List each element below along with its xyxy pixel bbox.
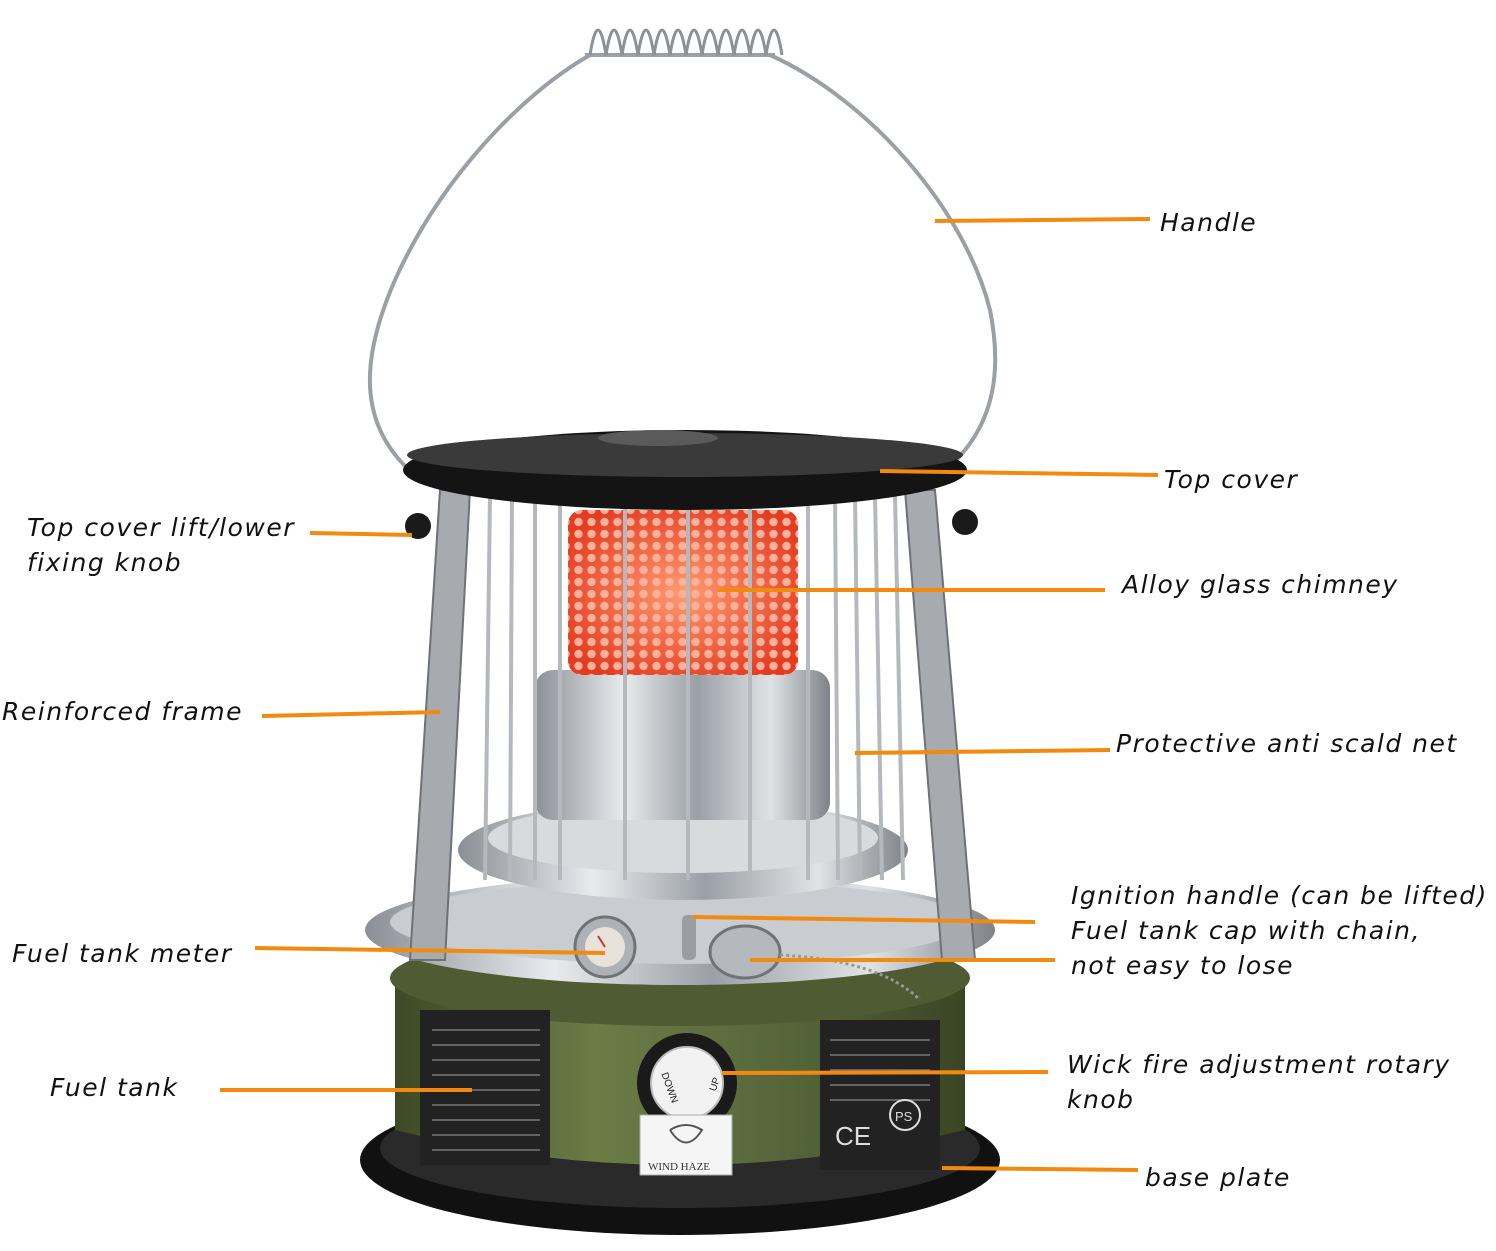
lift-knob-right [952, 509, 978, 535]
ps-mark: PS [895, 1109, 913, 1124]
leader-net [854, 748, 1111, 755]
fuel-cap-shape [708, 924, 782, 980]
label-base: base plate [1145, 1163, 1291, 1192]
anti-scald-net [483, 494, 905, 881]
label-wick-line1: Wick fire adjustment rotary [1067, 1050, 1451, 1079]
label-frame: Reinforced frame [2, 697, 243, 726]
label-chimney: Alloy glass chimney [1122, 570, 1399, 599]
leader-top-cover [879, 469, 1159, 477]
spec-plate-left [420, 1010, 550, 1165]
label-knob-line1: Top cover lift/lower [27, 513, 296, 542]
label-ignition: Ignition handle (can be lifted) [1071, 881, 1488, 910]
brand-mark: WIND HAZE [648, 1161, 710, 1173]
cap-chain [779, 953, 922, 1002]
spec-plate-right [820, 1020, 940, 1170]
chimney-base [535, 670, 830, 820]
label-tank: Fuel tank [50, 1073, 179, 1102]
handle-spring [588, 28, 784, 56]
ignition-handle-shape [682, 915, 696, 960]
svg-text:UP: UP [708, 1076, 723, 1093]
leader-handle [934, 217, 1151, 223]
leader-ignition [692, 915, 1036, 924]
label-cap-line1: Fuel tank cap with chain, [1071, 916, 1421, 945]
label-wick-line2: knob [1067, 1085, 1135, 1114]
leader-knob [309, 531, 413, 537]
leader-meter [254, 946, 606, 955]
label-cap-line2: not easy to lose [1071, 951, 1295, 980]
label-meter: Fuel tank meter [12, 939, 233, 968]
label-handle: Handle [1160, 208, 1258, 237]
lift-knob-left [405, 513, 431, 539]
label-top-cover: Top cover [1164, 465, 1299, 494]
leader-lines [220, 217, 1159, 1172]
leader-wick [721, 1070, 1049, 1075]
handle-wire [367, 53, 998, 468]
ce-mark: CE [835, 1121, 871, 1151]
label-knob-line2: fixing knob [27, 548, 183, 577]
label-net: Protective anti scald net [1116, 729, 1458, 758]
leader-base [941, 1166, 1139, 1172]
leader-frame [261, 710, 441, 718]
